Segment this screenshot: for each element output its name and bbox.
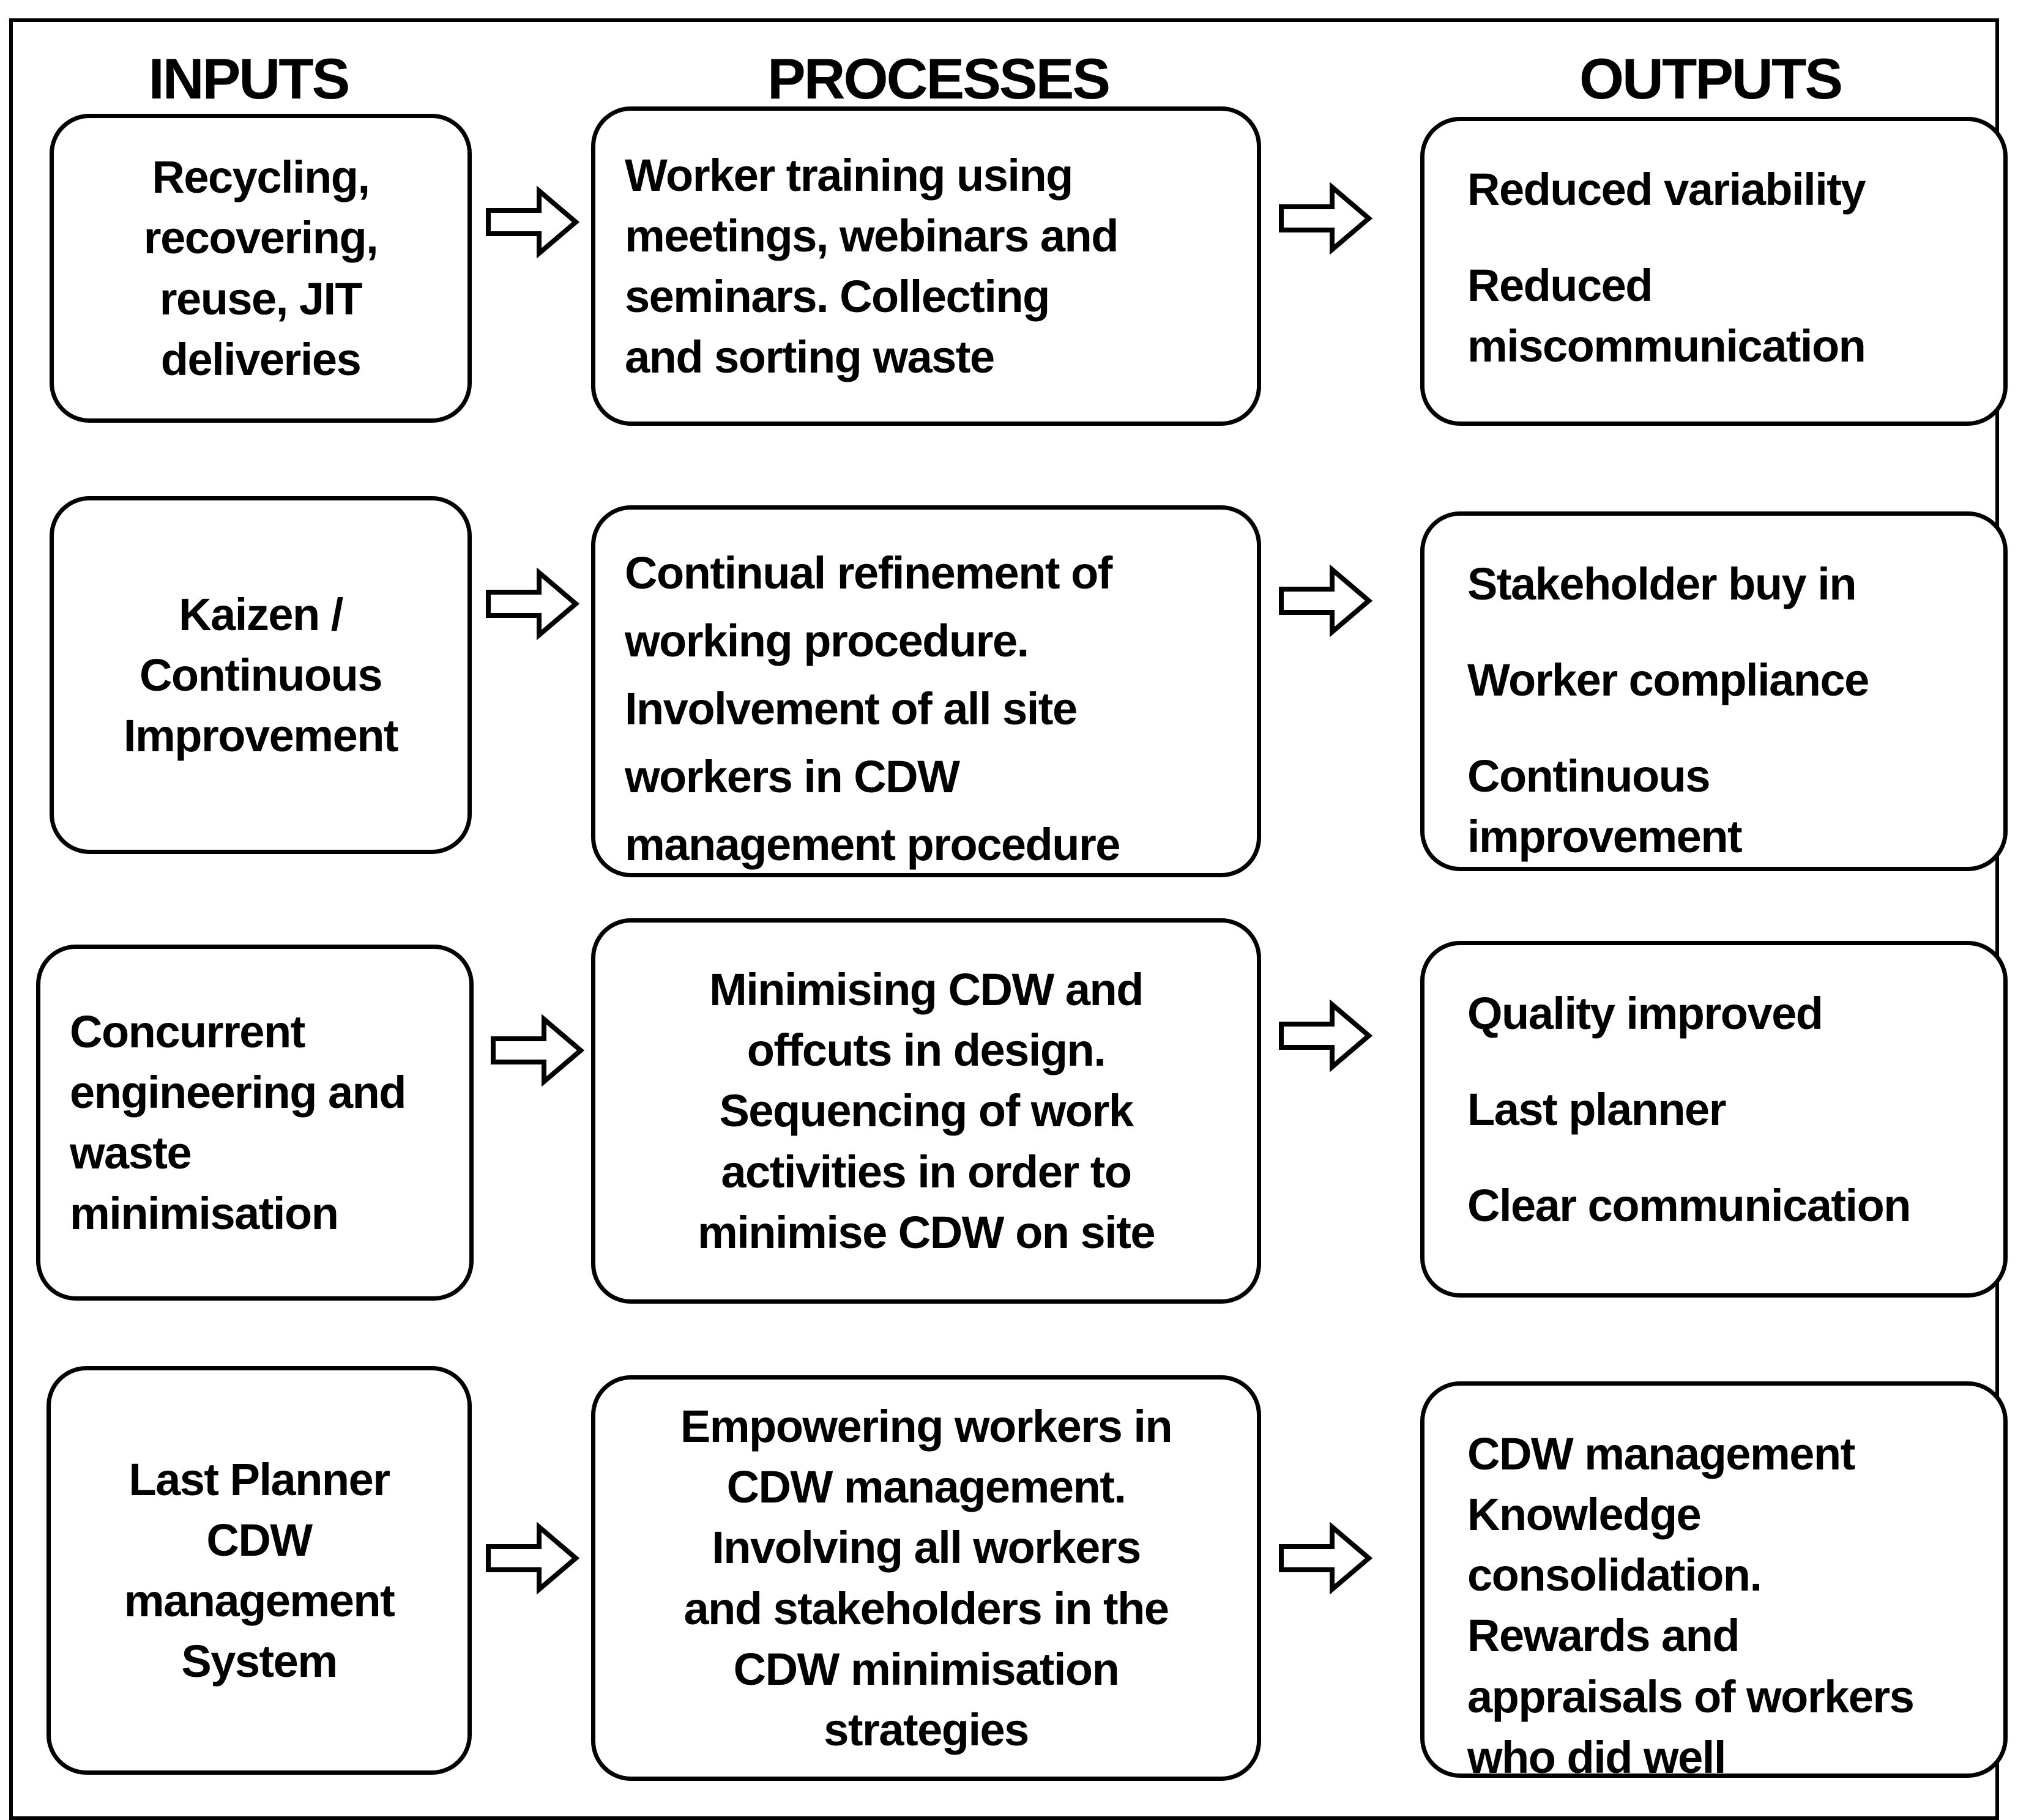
- output-box-row3: Quality improved Last planner Clear comm…: [1420, 941, 2008, 1298]
- input-box-row1-text: Recycling, recovering, reuse, JIT delive…: [143, 152, 379, 385]
- flow-arrow-icon: [486, 568, 580, 640]
- input-box-row3: Concurrent engineering and waste minimis…: [36, 945, 474, 1301]
- flow-arrow-icon: [1279, 1522, 1373, 1594]
- input-box-row4: Last Planner CDW management System: [47, 1366, 472, 1775]
- column-header-inputs: INPUTS: [148, 46, 351, 111]
- input-box-row2-text: Kaizen / Continuous Improvement: [123, 589, 399, 762]
- process-box-row3-text: Minimising CDW and offcuts in design. Se…: [697, 964, 1156, 1258]
- flow-arrow-icon: [1279, 565, 1373, 637]
- process-box-row3: Minimising CDW and offcuts in design. Se…: [591, 918, 1261, 1304]
- process-box-row4: Empowering workers in CDW management. In…: [591, 1375, 1261, 1781]
- output-box-row3-item: Clear communication: [1467, 1180, 1912, 1231]
- output-box-row2-item: Worker compliance: [1467, 655, 1869, 706]
- input-box-row3-text: Concurrent engineering and waste minimis…: [70, 1006, 407, 1239]
- flow-arrow-icon: [486, 1522, 580, 1594]
- column-header-processes: PROCESSES: [767, 46, 1111, 111]
- flow-arrow-icon: [486, 186, 580, 258]
- input-box-row4-text: Last Planner CDW management System: [124, 1454, 395, 1687]
- output-box-row3-item: Quality improved: [1467, 988, 1823, 1039]
- input-box-row2: Kaizen / Continuous Improvement: [50, 496, 472, 854]
- input-box-row1: Recycling, recovering, reuse, JIT delive…: [50, 114, 472, 423]
- output-box-row1-item: Reduced variability: [1467, 164, 1866, 215]
- output-box-row1-item: Reduced miscommunication: [1467, 260, 1866, 372]
- output-box-row4-item: CDW management Knowledge consolidation. …: [1467, 1428, 1915, 1778]
- process-box-row2-text: Continual refinement of working procedur…: [625, 548, 1120, 870]
- flow-arrow-icon: [491, 1014, 585, 1086]
- process-box-row1: Worker training using meetings, webinars…: [591, 106, 1261, 426]
- output-box-row2-item: Stakeholder buy in: [1467, 559, 1857, 609]
- column-header-outputs: OUTPUTS: [1579, 46, 1843, 111]
- output-box-row4: CDW management Knowledge consolidation. …: [1420, 1381, 2008, 1778]
- output-box-row2: Stakeholder buy in Worker compliance Con…: [1420, 511, 2008, 871]
- output-box-row1: Reduced variability Reduced miscommunica…: [1420, 117, 2008, 426]
- process-box-row2: Continual refinement of working procedur…: [591, 505, 1261, 877]
- output-box-row3-item: Last planner: [1467, 1084, 1727, 1135]
- flow-arrow-icon: [1279, 1000, 1373, 1072]
- output-box-row2-item: Continuous improvement: [1467, 751, 1743, 863]
- process-box-row1-text: Worker training using meetings, webinars…: [625, 149, 1119, 383]
- process-box-row4-text: Empowering workers in CDW management. In…: [680, 1401, 1173, 1755]
- flow-arrow-icon: [1279, 182, 1373, 254]
- diagram-outer-frame: INPUTS PROCESSES OUTPUTS Recycling, reco…: [9, 18, 2008, 1820]
